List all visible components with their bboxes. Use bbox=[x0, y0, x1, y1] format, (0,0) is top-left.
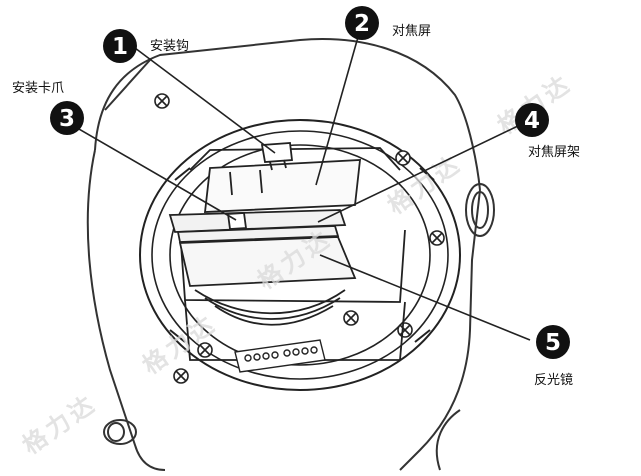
watermark-text: 格力达 bbox=[17, 388, 102, 460]
leader-line-4 bbox=[317, 124, 521, 223]
side-knob bbox=[465, 183, 495, 237]
callout-4: 4 对焦屏架 bbox=[515, 103, 580, 160]
mounting-hook bbox=[260, 142, 294, 171]
watermark: 格力达 格力达 格力达 格力达 格力达 bbox=[17, 68, 577, 460]
mounting-tab bbox=[226, 212, 248, 230]
reflex-mirror bbox=[178, 236, 357, 326]
callout-3: 安装卡爪 3 bbox=[12, 81, 84, 135]
callout-number: 5 bbox=[545, 330, 561, 356]
leader-line-3 bbox=[71, 124, 237, 221]
callout-number: 2 bbox=[354, 11, 370, 37]
callout-marker bbox=[103, 29, 137, 63]
callout-marker bbox=[536, 325, 570, 359]
lens-mount bbox=[139, 119, 461, 391]
leader-line-2 bbox=[315, 29, 361, 186]
callout-label: 对焦屏架 bbox=[528, 145, 580, 160]
leader-line-1 bbox=[134, 47, 276, 154]
callout-5: 5 反光镜 bbox=[534, 325, 573, 388]
callout-number: 4 bbox=[524, 108, 540, 134]
camera-body bbox=[86, 38, 481, 471]
callout-number: 1 bbox=[112, 34, 128, 60]
leader-lines bbox=[71, 29, 531, 341]
callout-2: 2 对焦屏 bbox=[345, 6, 431, 40]
callout-1: 1 安装钩 bbox=[103, 29, 189, 63]
focusing-screen bbox=[203, 159, 362, 213]
callout-number: 3 bbox=[59, 106, 75, 132]
callout-label: 反光镜 bbox=[534, 373, 573, 388]
callout-marker bbox=[50, 101, 84, 135]
callout-marker bbox=[515, 103, 549, 137]
callout-marker bbox=[345, 6, 379, 40]
callout-label: 对焦屏 bbox=[392, 24, 431, 39]
callout-label: 安装钩 bbox=[150, 39, 189, 54]
lens-release-button bbox=[103, 419, 137, 445]
leader-line-5 bbox=[319, 254, 531, 341]
callout-label: 安装卡爪 bbox=[12, 81, 64, 96]
focusing-screen-holder bbox=[168, 209, 347, 243]
lens-contacts bbox=[234, 339, 326, 373]
